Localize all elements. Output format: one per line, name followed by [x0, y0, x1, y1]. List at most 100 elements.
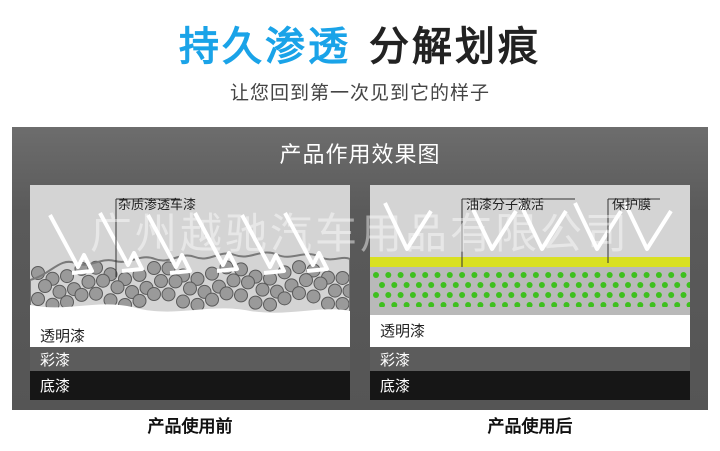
contaminant-particle — [226, 273, 241, 288]
contaminant-particle — [154, 274, 168, 289]
reflect-arrows — [383, 202, 673, 251]
before-clearcoat-layer — [30, 323, 350, 347]
activated-molecule — [403, 282, 410, 288]
contaminant-particle — [147, 261, 161, 276]
activated-molecule — [452, 282, 459, 288]
reflect-arrow — [573, 202, 623, 251]
contaminant-particle — [74, 287, 89, 302]
activated-molecule — [532, 292, 539, 298]
before-basecoat-label: 底漆 — [40, 377, 70, 395]
contaminant-particle — [176, 294, 190, 309]
activated-molecule — [477, 282, 484, 288]
activated-molecule — [532, 272, 539, 278]
after-diagram: 油漆分子激活 保护膜 透明漆 彩漆 底漆 — [370, 185, 690, 400]
contaminant-particle — [328, 283, 342, 298]
activated-molecule — [545, 272, 552, 278]
activated-molecule — [422, 272, 429, 278]
contaminant-particle — [205, 266, 219, 281]
contaminant-particle — [292, 286, 306, 301]
penetration-arrow — [193, 212, 239, 273]
contaminant-particle — [168, 274, 183, 289]
activated-molecule — [385, 292, 392, 298]
activated-molecule — [483, 272, 490, 278]
activated-molecule — [373, 292, 379, 298]
activated-molecule — [680, 272, 687, 278]
activated-molecule — [483, 292, 490, 298]
contaminant-particle — [335, 296, 350, 311]
activated-molecule — [625, 302, 631, 308]
activated-molecule — [520, 292, 527, 298]
activated-molecule — [655, 272, 662, 278]
contaminant-particle — [81, 274, 96, 289]
before-diagram: 杂质渗透车漆 透明漆 彩漆 底漆 — [30, 185, 350, 400]
activated-molecule — [545, 292, 552, 298]
reflect-arrow — [383, 202, 433, 251]
effect-panel: 产品作用效果图 杂质渗透车漆 透明漆 彩漆 底漆 油漆分子激活 保护膜 透明漆 … — [12, 127, 708, 410]
activated-molecule — [496, 292, 502, 298]
activated-molecules — [373, 272, 690, 308]
penetration-arrow — [48, 214, 94, 275]
activated-molecule — [612, 282, 619, 288]
activated-molecule — [440, 282, 447, 288]
activated-molecule — [661, 302, 668, 308]
activated-molecule — [391, 282, 398, 288]
activated-molecule — [538, 282, 545, 288]
activated-molecule — [643, 272, 650, 278]
activated-molecule — [422, 292, 429, 298]
activated-molecule — [409, 272, 416, 278]
activated-molecule — [625, 282, 631, 288]
after-clearcoat-layer — [370, 315, 690, 347]
contaminant-particle — [147, 287, 161, 302]
activated-molecule — [471, 292, 478, 298]
molecules-label: 油漆分子激活 — [466, 197, 544, 213]
activated-molecule — [619, 292, 625, 298]
activated-molecule — [575, 282, 582, 288]
activated-molecule — [674, 282, 681, 288]
activated-molecule — [489, 302, 496, 308]
contaminant-particle — [321, 296, 335, 311]
contaminant-particle — [60, 269, 74, 284]
activated-molecule — [508, 292, 515, 298]
activated-molecule — [514, 302, 521, 308]
activated-molecule — [680, 292, 687, 298]
activated-molecule — [496, 272, 502, 278]
headline-part1: 持久渗透 — [179, 24, 351, 70]
activated-molecule — [465, 302, 472, 308]
penetration-arrow — [283, 212, 329, 273]
before-clearcoat-label: 透明漆 — [40, 327, 85, 345]
activated-molecule — [594, 272, 601, 278]
activated-molecule — [459, 272, 466, 278]
activated-molecule — [434, 272, 441, 278]
penetration-arrows — [48, 212, 329, 275]
activated-molecule — [582, 272, 589, 278]
activated-molecule — [563, 302, 570, 308]
contaminant-particle — [292, 260, 306, 275]
contaminant-particle — [219, 286, 234, 301]
activated-molecule — [686, 282, 690, 288]
contaminant-particle — [89, 286, 103, 301]
activated-molecule — [415, 282, 422, 288]
activated-molecule — [594, 292, 601, 298]
protect-film — [370, 257, 690, 267]
before-basecoat-layer — [30, 371, 350, 400]
contaminant-particle — [38, 279, 52, 293]
activated-molecule — [440, 302, 447, 308]
activated-molecule — [428, 302, 435, 308]
subtitle: 让您回到第一次见到它的样子 — [229, 82, 490, 104]
activated-molecule — [508, 272, 515, 278]
contaminant-particle — [277, 291, 292, 306]
activated-molecule — [459, 292, 466, 298]
activated-molecule — [397, 272, 404, 278]
activated-molecule — [379, 282, 385, 288]
contaminant-particle — [263, 297, 277, 312]
protect-label: 保护膜 — [612, 198, 651, 213]
activated-molecule — [489, 282, 496, 288]
activated-molecule — [477, 302, 484, 308]
contaminant-particle — [248, 295, 263, 310]
contaminant-particle — [31, 292, 45, 306]
activated-molecule — [588, 302, 595, 308]
activated-molecule — [465, 282, 472, 288]
activated-molecule — [668, 292, 675, 298]
activated-molecule — [520, 272, 527, 278]
panel-title: 产品作用效果图 — [279, 143, 441, 168]
